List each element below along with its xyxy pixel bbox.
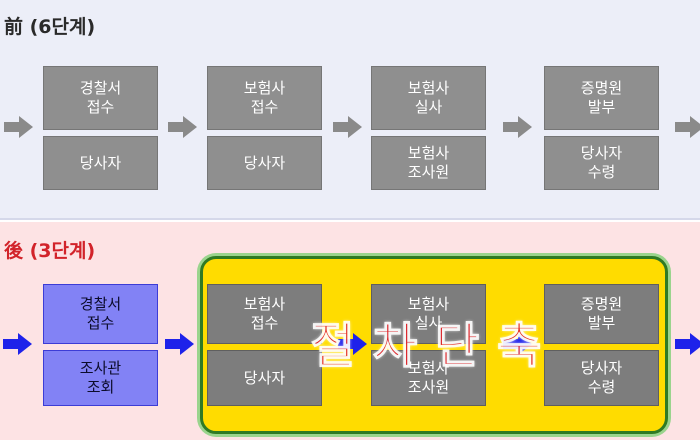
step-text-line: 실사 xyxy=(414,314,443,332)
step-text-line: 당사자 xyxy=(580,144,623,162)
step-text-line: 보험사 xyxy=(407,144,450,162)
step-text-line: 증명원 xyxy=(580,295,623,313)
step-text-line: 접수 xyxy=(250,314,279,332)
right-arrow-icon xyxy=(675,333,700,355)
step-text-line: 당사자 xyxy=(79,153,122,172)
before-heading: 前 (6단계) xyxy=(4,16,96,38)
step-text-line: 보험사 xyxy=(407,79,450,97)
step-text-line: 접수 xyxy=(86,98,115,116)
step-text-line: 조회 xyxy=(86,378,115,396)
step-text-line: 보험사 xyxy=(407,359,450,377)
step-text-line: 경찰서 xyxy=(79,295,122,313)
step-text-line: 접수 xyxy=(250,98,279,116)
right-arrow-icon xyxy=(333,116,362,138)
step-text-line: 실사 xyxy=(414,98,443,116)
step-text-line: 증명원 xyxy=(580,79,623,97)
after-insurer-report-step-actor: 당사자 xyxy=(207,350,322,406)
step-text-line: 당사자 xyxy=(243,153,286,172)
step-text-line: 발부 xyxy=(587,98,616,116)
step-text-line: 당사자 xyxy=(580,359,623,377)
right-arrow-icon xyxy=(168,116,197,138)
step-text-line: 조사원 xyxy=(407,378,450,396)
right-arrow-icon xyxy=(675,116,700,138)
after-heading: 後 (3단계) xyxy=(4,240,96,262)
before-insurer-report-step-actor: 당사자 xyxy=(207,136,322,190)
step-text-line: 보험사 xyxy=(407,295,450,313)
step-text-line: 보험사 xyxy=(243,79,286,97)
right-arrow-icon xyxy=(4,116,33,138)
step-text-line: 당사자 xyxy=(243,368,286,387)
step-text-line: 수령 xyxy=(587,378,616,396)
step-text-line: 조사원 xyxy=(407,163,450,181)
step-text-line: 조사관 xyxy=(79,359,122,377)
before-police-report-step-actor: 당사자 xyxy=(43,136,158,190)
step-text-line: 보험사 xyxy=(243,295,286,313)
step-text-line: 발부 xyxy=(587,314,616,332)
step-text-line: 수령 xyxy=(587,163,616,181)
procedure-shortening-label: 절차단축 xyxy=(310,317,560,374)
right-arrow-icon xyxy=(503,333,532,355)
right-arrow-icon xyxy=(165,333,194,355)
step-text-line: 접수 xyxy=(86,314,115,332)
right-arrow-icon xyxy=(3,333,32,355)
step-text-line: 경찰서 xyxy=(79,79,122,97)
right-arrow-icon xyxy=(503,116,532,138)
right-arrow-icon xyxy=(338,333,367,355)
